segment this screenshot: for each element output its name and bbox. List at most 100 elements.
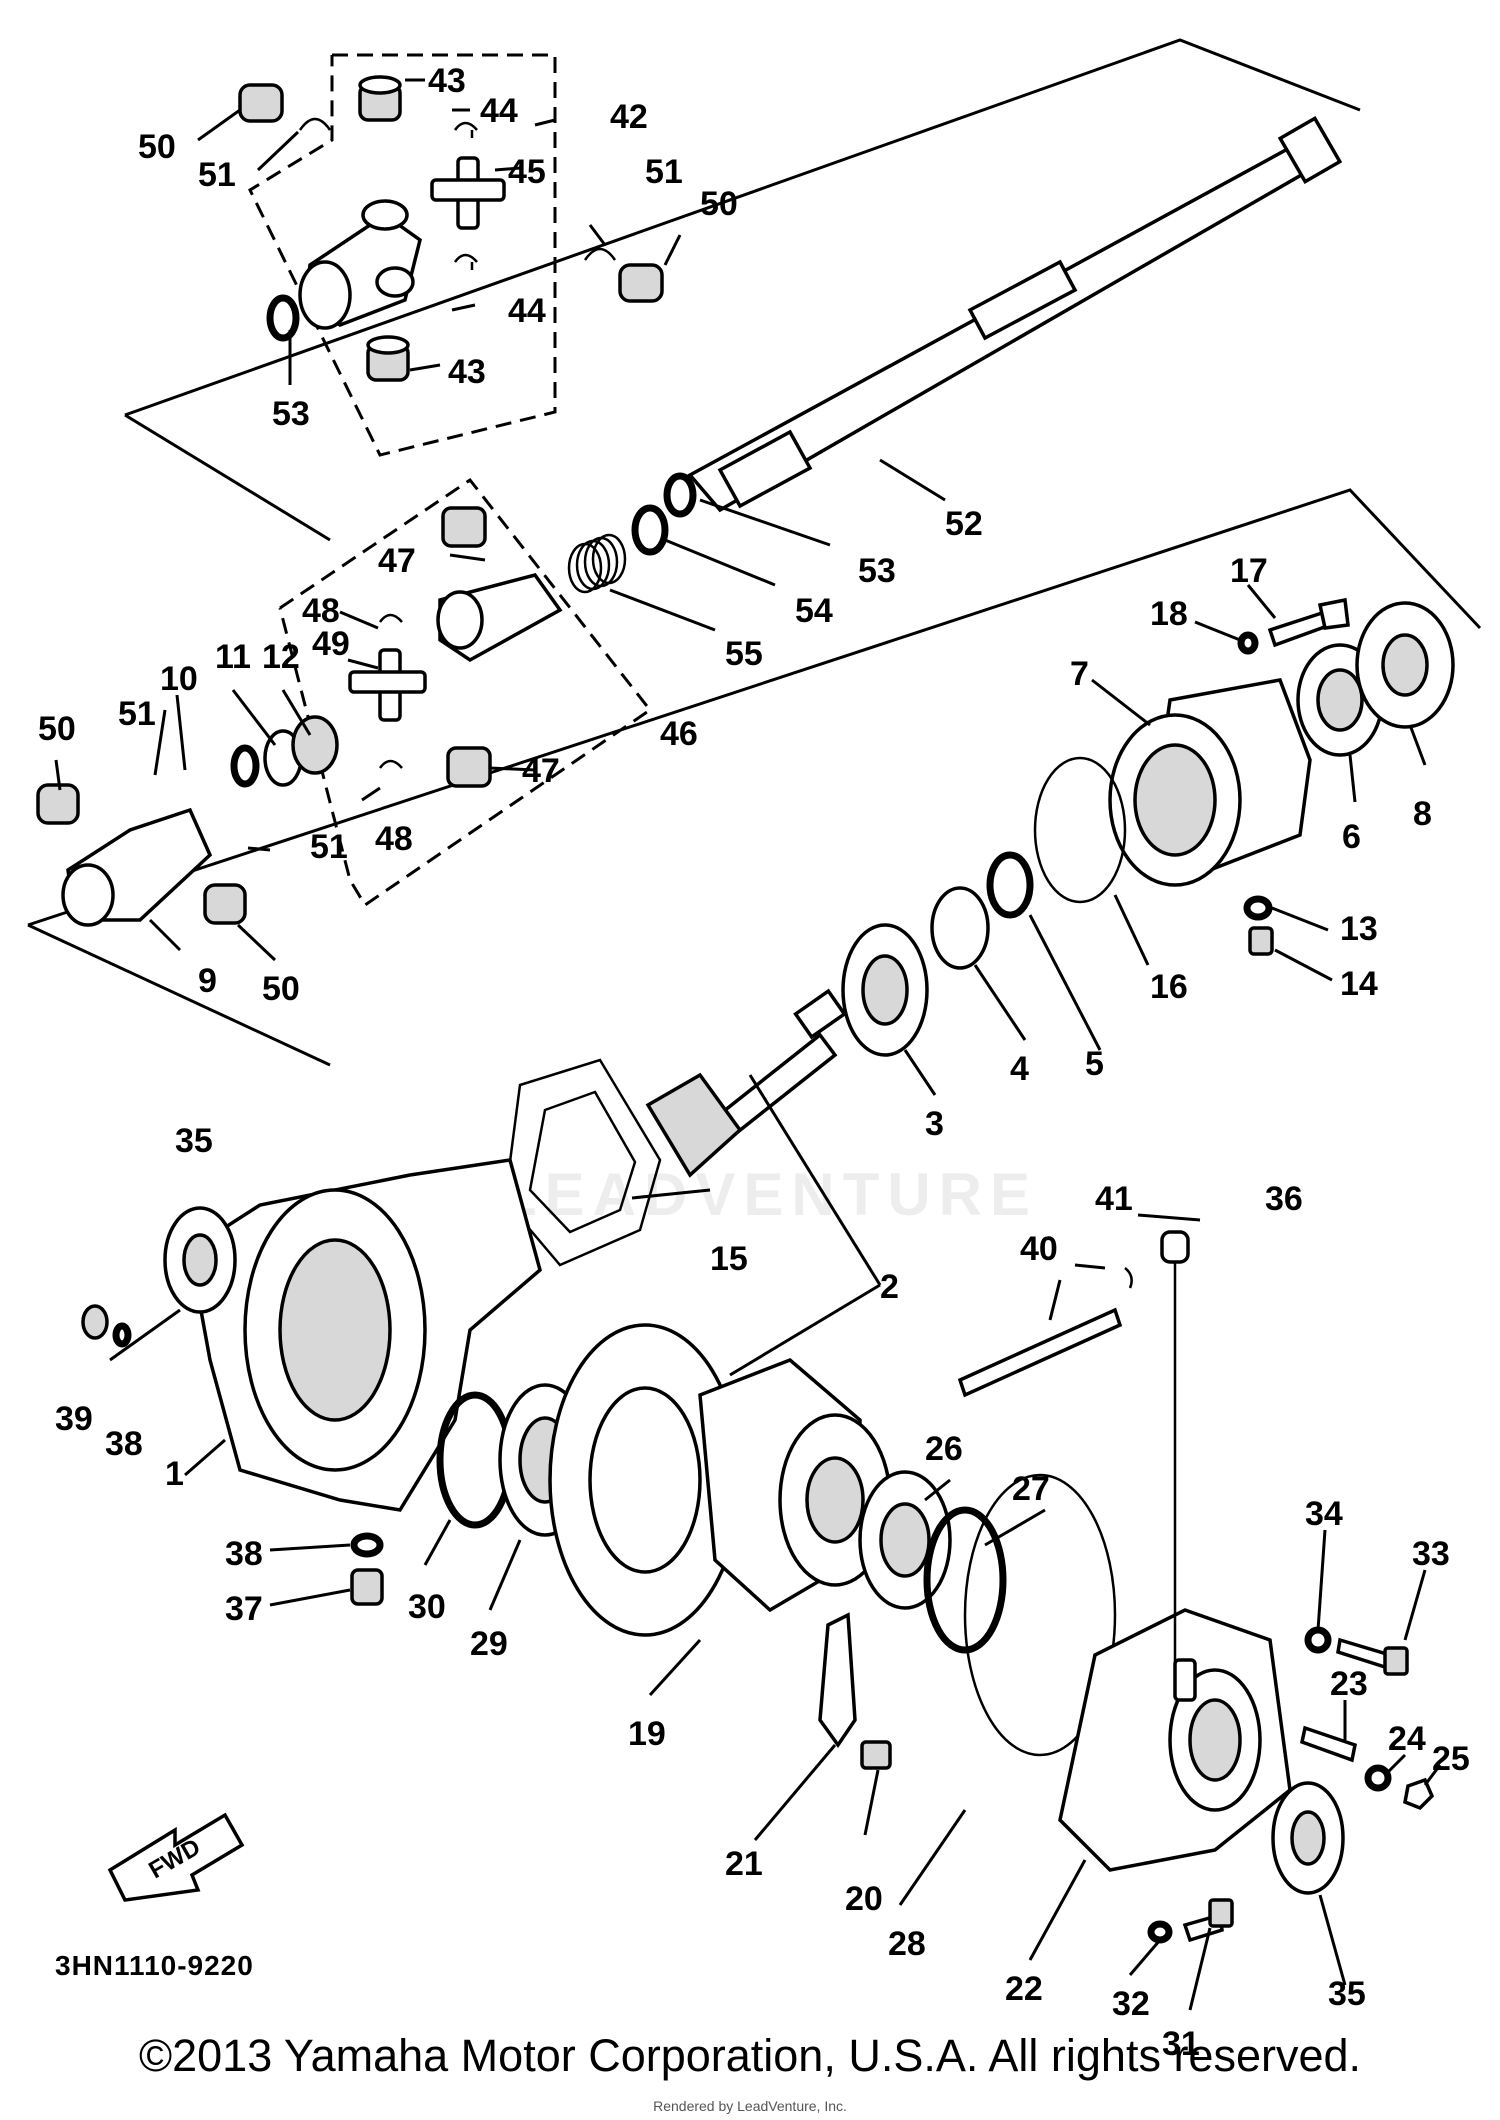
callout-37: 37 (225, 1590, 263, 1628)
callout-39: 39 (55, 1400, 93, 1438)
o-ring-16 (1033, 756, 1127, 904)
callout-50: 50 (138, 128, 176, 166)
callout-54: 54 (795, 592, 833, 630)
callout-51: 51 (118, 695, 156, 733)
catalog-code: 3HN1110-9220 (55, 1950, 254, 1981)
stopper-21-bolt-20 (818, 1612, 892, 1770)
callout-38: 38 (225, 1535, 263, 1573)
clips-51-upper (298, 117, 617, 261)
lower-joint-kit-dashed-box (278, 477, 653, 908)
callout-10: 10 (160, 660, 198, 698)
ring-gear (548, 1323, 742, 1637)
callout-35: 35 (1328, 1975, 1366, 2013)
callout-13: 13 (1340, 910, 1378, 948)
callout-11: 11 (215, 638, 251, 676)
callout-53: 53 (858, 552, 896, 590)
drive-pinion-gear-2 (645, 988, 847, 1178)
callout-27: 27 (1012, 1470, 1050, 1508)
clips-48 (378, 613, 403, 769)
callout-23: 23 (1330, 1665, 1368, 1703)
circlip-53-lower (266, 294, 300, 342)
callout-53: 53 (272, 395, 310, 433)
upper-joint-kit-dashed-box (248, 53, 557, 457)
breather-36-pin-40-clip-41 (957, 1230, 1190, 1680)
callout-48: 48 (302, 592, 340, 630)
callout-38: 38 (105, 1425, 143, 1463)
callout-35: 35 (175, 1122, 213, 1160)
callout-7: 7 (1070, 655, 1089, 693)
callout-46: 46 (660, 715, 698, 753)
callout-52: 52 (945, 505, 983, 543)
shim-5 (986, 851, 1034, 919)
callout-8: 8 (1413, 795, 1432, 833)
callout-6: 6 (1342, 818, 1361, 856)
yoke-lower-46 (436, 573, 563, 663)
callout-16: 16 (1150, 968, 1188, 1006)
o-ring-28 (963, 1473, 1117, 1757)
leader-lines (54, 78, 1442, 2011)
washer-38-plug-37-case (350, 1532, 384, 1606)
callout-51: 51 (645, 153, 683, 191)
callout-41: 41 (1095, 1180, 1133, 1218)
callout-33: 33 (1412, 1535, 1450, 1573)
callout-47: 47 (378, 542, 416, 580)
callout-44: 44 (508, 292, 546, 330)
callout-43: 43 (428, 62, 466, 100)
callout-1: 1 (165, 1455, 184, 1493)
bearing-cup-43-bottom (366, 335, 410, 382)
callout-9: 9 (198, 962, 217, 1000)
shim-27 (923, 1506, 1007, 1654)
washer-13-plug-14 (1243, 895, 1274, 956)
oil-seal-35-right (1271, 1781, 1345, 1895)
yoke-upper (298, 199, 422, 330)
washer-18 (1237, 631, 1259, 655)
drive-shaft (687, 115, 1343, 513)
fwd-arrow-icon: FWD (107, 1812, 245, 1902)
differential-gear-assembly-19 (698, 1357, 892, 1613)
callout-24: 24 (1388, 1720, 1426, 1758)
bolts-31-33-stud-23 (1182, 1637, 1409, 1943)
front-yoke-9 (61, 807, 213, 927)
spider-45 (430, 156, 506, 230)
copyright-text: ©2013 Yamaha Motor Corporation, U.S.A. A… (138, 2030, 1362, 2081)
callout-19: 19 (628, 1715, 666, 1753)
spring-55 (567, 533, 627, 594)
callout-44: 44 (480, 92, 518, 130)
callout-51: 51 (310, 828, 348, 866)
callout-42: 42 (610, 98, 648, 136)
callout-36: 36 (1265, 1180, 1303, 1218)
case-cover-22 (1058, 1608, 1292, 1872)
callout-55: 55 (725, 635, 763, 673)
callout-50: 50 (38, 710, 76, 748)
oil-seal-35-left (163, 1206, 237, 1314)
callout-20: 20 (845, 1880, 883, 1918)
callout-48: 48 (375, 820, 413, 858)
callout-5: 5 (1085, 1045, 1104, 1083)
callout-17: 17 (1230, 552, 1268, 590)
callout-15: 15 (710, 1240, 748, 1278)
callout-34: 34 (1305, 1495, 1343, 1533)
callout-3: 3 (925, 1105, 944, 1143)
callout-18: 18 (1150, 595, 1188, 633)
callout-29: 29 (470, 1625, 508, 1663)
bearing-cups-50-upper (238, 83, 664, 303)
callout-40: 40 (1020, 1230, 1058, 1268)
spider-49 (348, 648, 427, 722)
callout-22: 22 (1005, 1970, 1043, 2008)
callout-43: 43 (448, 353, 486, 391)
bearing-cups-47 (441, 506, 492, 788)
callout-31: 31 (1162, 2025, 1200, 2063)
callout-25: 25 (1432, 1740, 1470, 1778)
callout-51: 51 (198, 156, 236, 194)
clips-44 (453, 121, 478, 270)
oil-seal-8 (1355, 601, 1455, 729)
callout-50: 50 (700, 185, 738, 223)
callout-28: 28 (888, 1925, 926, 1963)
callout-12: 12 (262, 638, 300, 676)
differential-case-1 (188, 1158, 542, 1512)
bearing-cup-43-top (358, 75, 402, 122)
spring-39-pin-38 (81, 1304, 132, 1348)
bolt-17 (1267, 597, 1350, 648)
ring-54 (631, 504, 669, 556)
